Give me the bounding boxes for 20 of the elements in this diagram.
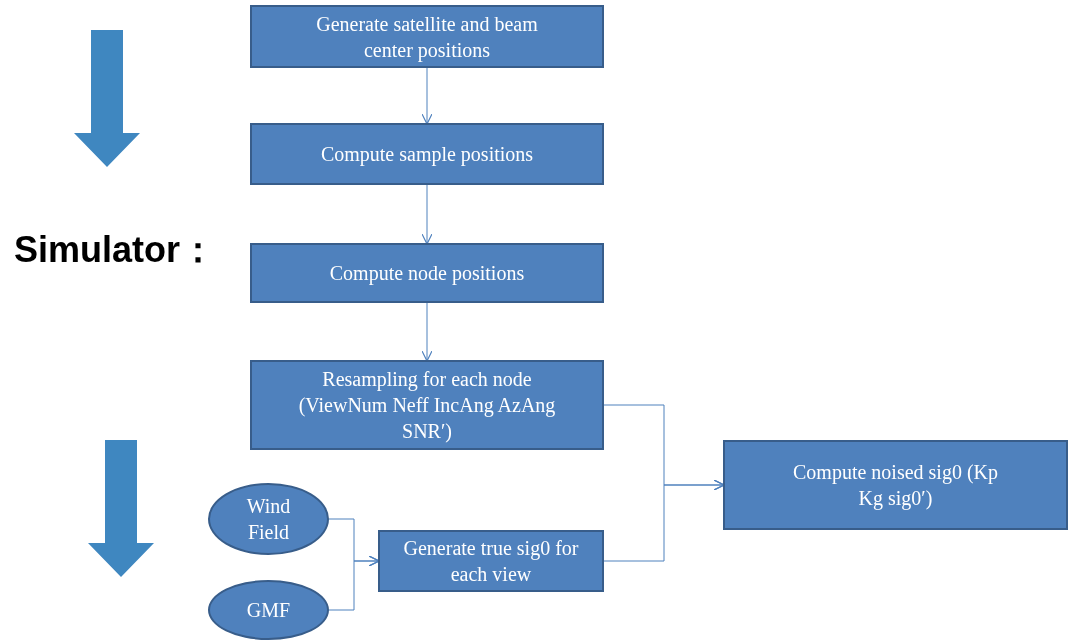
- arrow: [603, 479, 725, 562]
- process-box: [250, 243, 604, 303]
- node-text: Compute sample positions: [320, 142, 534, 167]
- arrow: [421, 302, 433, 362]
- process-box: [723, 440, 1068, 530]
- arrow: [421, 184, 433, 245]
- node-text: GMF: [246, 598, 291, 623]
- node-text: Resampling for each node (ViewNum Neff IncAng AzAng SNR′): [297, 367, 557, 444]
- arrow: [328, 555, 380, 611]
- node-text: Compute node positions: [329, 261, 525, 286]
- title-label: Simulator：: [14, 232, 217, 268]
- node-text: Wind Field: [245, 494, 292, 545]
- process-box: [250, 5, 604, 68]
- process-box: [250, 123, 604, 185]
- node-text: Generate true sig0 for each view: [402, 536, 580, 587]
- process-box: [378, 530, 604, 592]
- process-box: [250, 360, 604, 450]
- node-text: Generate satellite and beam center positions: [315, 11, 539, 63]
- node-text: Compute noised sig0 (Kp Kg sig0′): [792, 460, 999, 511]
- arrow: [421, 67, 433, 125]
